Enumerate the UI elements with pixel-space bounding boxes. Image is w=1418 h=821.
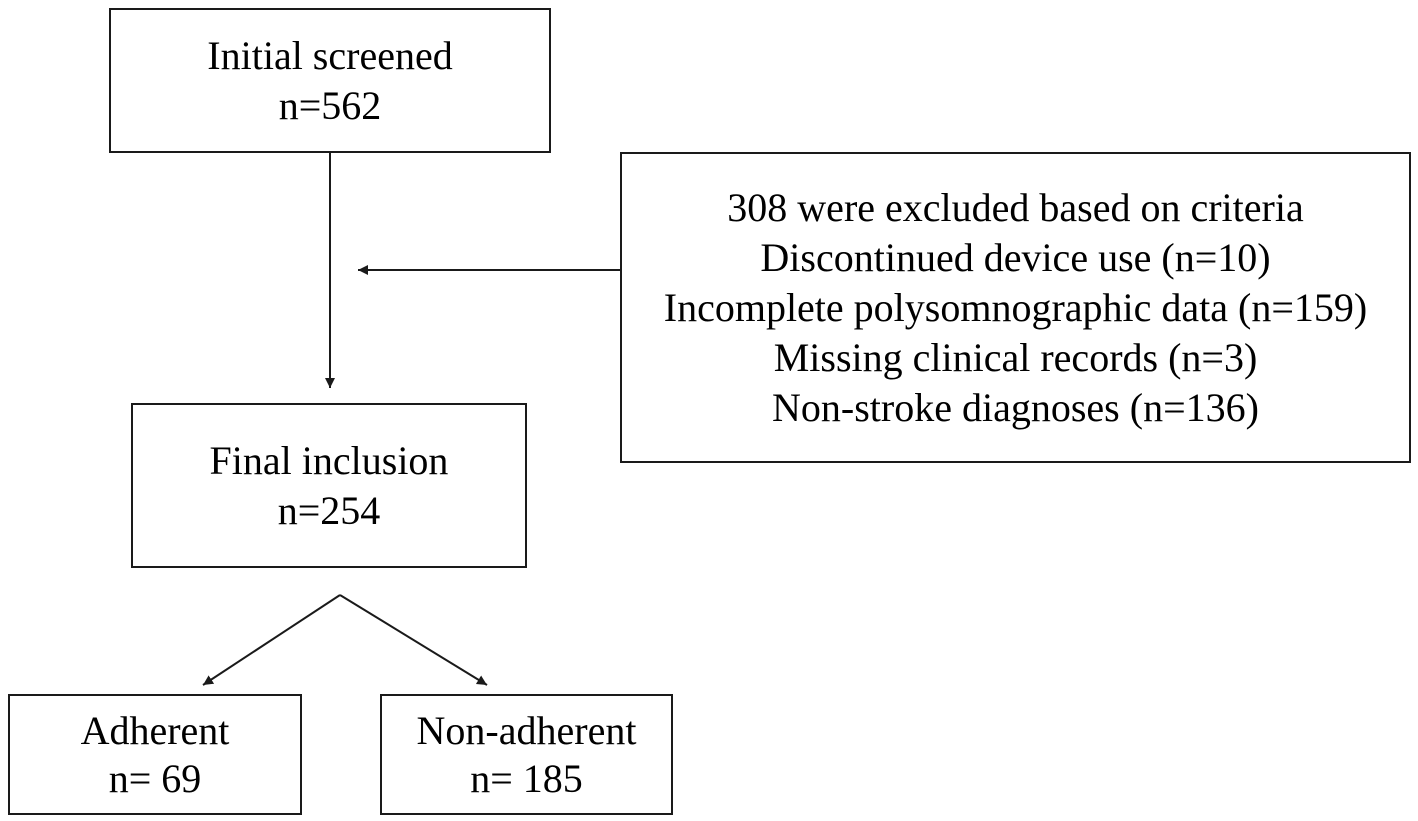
exclusion-reason-non-stroke: Non-stroke diagnoses (n=136)	[772, 384, 1259, 430]
adherent-count: n= 69	[108, 755, 202, 801]
non-adherent-title: Non-adherent	[416, 707, 637, 753]
adherent-box: Adherent n= 69	[8, 694, 302, 815]
initial-screened-title: Initial screened	[207, 32, 453, 78]
initial-screened-count: n=562	[278, 82, 382, 128]
final-inclusion-box: Final inclusion n=254	[131, 403, 527, 568]
arrow-final-to-adherent	[202, 594, 341, 686]
initial-screened-box: Initial screened n=562	[109, 8, 551, 153]
adherent-title: Adherent	[80, 707, 230, 753]
exclusion-box: 308 were excluded based on criteria Disc…	[620, 152, 1411, 463]
exclusion-reason-discontinued: Discontinued device use (n=10)	[760, 234, 1271, 280]
final-inclusion-title: Final inclusion	[209, 437, 449, 483]
non-adherent-count: n= 185	[470, 755, 583, 801]
exclusion-summary: 308 were excluded based on criteria	[727, 184, 1304, 230]
arrow-final-to-non-adherent	[339, 594, 488, 686]
final-inclusion-count: n=254	[277, 487, 381, 533]
exclusion-reason-incomplete-psg: Incomplete polysomnographic data (n=159)	[663, 284, 1368, 330]
non-adherent-box: Non-adherent n= 185	[380, 694, 673, 815]
exclusion-reason-missing-records: Missing clinical records (n=3)	[773, 334, 1258, 380]
